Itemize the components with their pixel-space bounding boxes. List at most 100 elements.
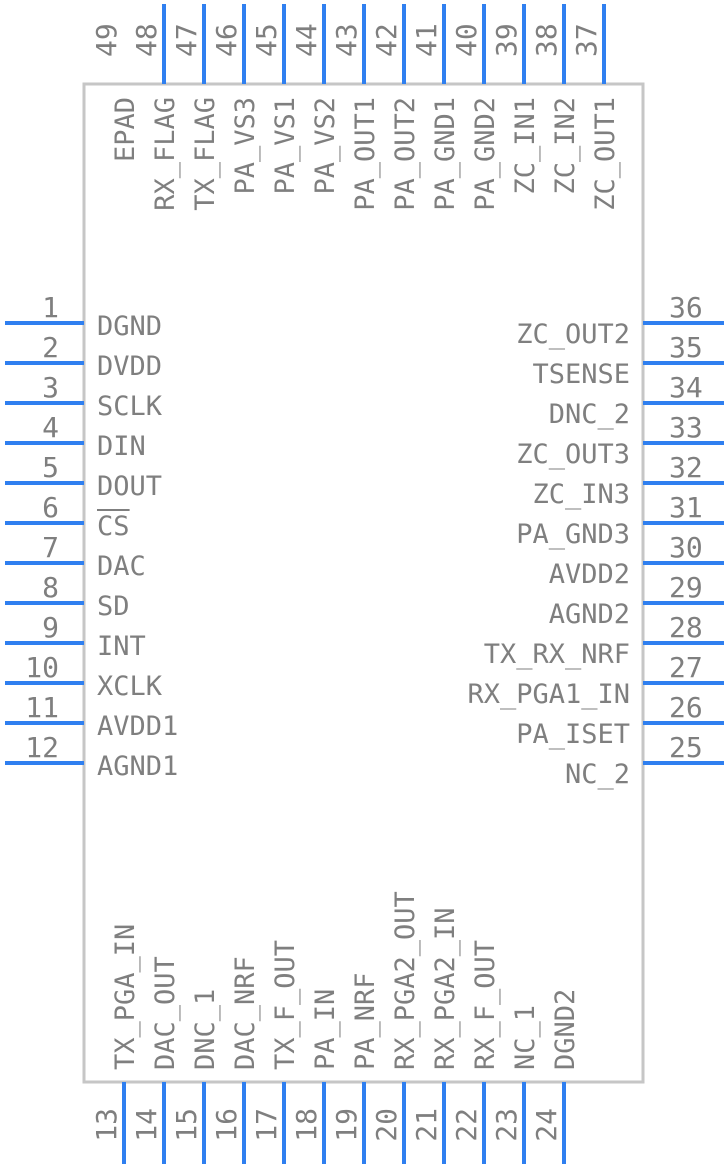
pin-number: 39 bbox=[490, 23, 523, 57]
pin-number: 14 bbox=[130, 1108, 163, 1142]
pin-number: 18 bbox=[290, 1108, 323, 1142]
pin-label-tx-f-out: TX_F_OUT bbox=[270, 940, 301, 1070]
pin-number: 17 bbox=[250, 1108, 283, 1142]
pin-number: 5 bbox=[42, 451, 59, 484]
pin-label-dgnd: DGND bbox=[97, 311, 162, 342]
pin-17: 17 TX_F_OUT bbox=[250, 940, 301, 1164]
pin-label-agnd1: AGND1 bbox=[97, 751, 178, 782]
pin-label-agnd2: AGND2 bbox=[549, 599, 630, 630]
pin-label-dgnd2: DGND2 bbox=[550, 989, 581, 1070]
pin-number: 34 bbox=[669, 371, 703, 404]
pin-number: 2 bbox=[42, 331, 59, 364]
pin-number: 35 bbox=[669, 331, 703, 364]
pin-label-pa-vs2: PA_VS2 bbox=[310, 97, 341, 195]
pin-number: 29 bbox=[669, 571, 703, 604]
pin-number: 42 bbox=[370, 23, 403, 57]
pin-label-sclk: SCLK bbox=[97, 391, 163, 422]
pin-15: 15 DNC_1 bbox=[170, 989, 221, 1164]
pin-number: 1 bbox=[42, 291, 59, 324]
pin-number: 25 bbox=[669, 731, 703, 764]
pin-label-pa-gnd1: PA_GND1 bbox=[430, 97, 461, 211]
pin-label-tsense: TSENSE bbox=[532, 359, 630, 390]
pin-number: 16 bbox=[210, 1108, 243, 1142]
pin-6: 6CS bbox=[5, 491, 130, 542]
pin-label-sd: SD bbox=[97, 591, 130, 622]
top-pins: 49EPAD48RX_FLAG47TX_FLAG46PA_VS345PA_VS1… bbox=[90, 4, 621, 211]
pin-label-tx-pga-in: TX_PGA_IN bbox=[110, 924, 141, 1070]
pin-label-tx-flag: TX_FLAG bbox=[190, 97, 221, 211]
pin-label-dac-out: DAC_OUT bbox=[150, 956, 181, 1070]
pin-label-pa-gnd3: PA_GND3 bbox=[516, 519, 630, 550]
pin-18: 18 PA_IN bbox=[290, 989, 341, 1164]
pin-label-zc-out3: ZC_OUT3 bbox=[516, 439, 630, 470]
pin-number: 22 bbox=[450, 1108, 483, 1142]
pin-label-nc-2: NC_2 bbox=[565, 759, 630, 790]
pin-number: 21 bbox=[410, 1108, 443, 1142]
pin-label-pa-out2: PA_OUT2 bbox=[390, 97, 421, 211]
pin-label-zc-out2: ZC_OUT2 bbox=[516, 319, 630, 350]
pin-14: 14 DAC_OUT bbox=[130, 956, 181, 1164]
pin-label-zc-out1: ZC_OUT1 bbox=[590, 97, 621, 211]
pin-22: 22 RX_F_OUT bbox=[450, 940, 501, 1164]
pin-label-rx-f-out: RX_F_OUT bbox=[470, 940, 501, 1070]
pin-label-dout: DOUT bbox=[97, 471, 162, 502]
pin-label-pa-iset: PA_ISET bbox=[516, 719, 630, 750]
pin-label-avdd2: AVDD2 bbox=[549, 559, 630, 590]
pin-label-epad: EPAD bbox=[110, 97, 141, 162]
pin-number: 46 bbox=[210, 23, 243, 57]
pin-label-dnc-2: DNC_2 bbox=[549, 399, 630, 430]
pin-label-pa-vs3: PA_VS3 bbox=[230, 97, 261, 195]
pin-label-dnc-1: DNC_1 bbox=[190, 989, 221, 1070]
pin-label-dvdd: DVDD bbox=[97, 351, 162, 382]
pin-label-tx-rx-nrf: TX_RX_NRF bbox=[484, 639, 630, 670]
pin-number: 6 bbox=[42, 491, 59, 524]
pin-number: 15 bbox=[170, 1108, 203, 1142]
pin-number: 27 bbox=[669, 651, 703, 684]
pin-number: 19 bbox=[330, 1108, 363, 1142]
pin-number: 38 bbox=[530, 23, 563, 57]
pin-8: 8SD bbox=[5, 571, 130, 622]
pin-number: 23 bbox=[490, 1108, 523, 1142]
pin-number: 47 bbox=[170, 23, 203, 57]
pin-number: 3 bbox=[42, 371, 59, 404]
pin-number: 48 bbox=[130, 23, 163, 57]
pin-number: 43 bbox=[330, 23, 363, 57]
pin-label-avdd1: AVDD1 bbox=[97, 711, 178, 742]
pin-label-pa-gnd2: PA_GND2 bbox=[470, 97, 501, 211]
pin-number: 9 bbox=[42, 611, 59, 644]
pin-number: 44 bbox=[290, 23, 323, 57]
pin-number: 33 bbox=[669, 411, 703, 444]
pin-label-pa-in: PA_IN bbox=[310, 989, 341, 1070]
pin-number: 36 bbox=[669, 291, 703, 324]
